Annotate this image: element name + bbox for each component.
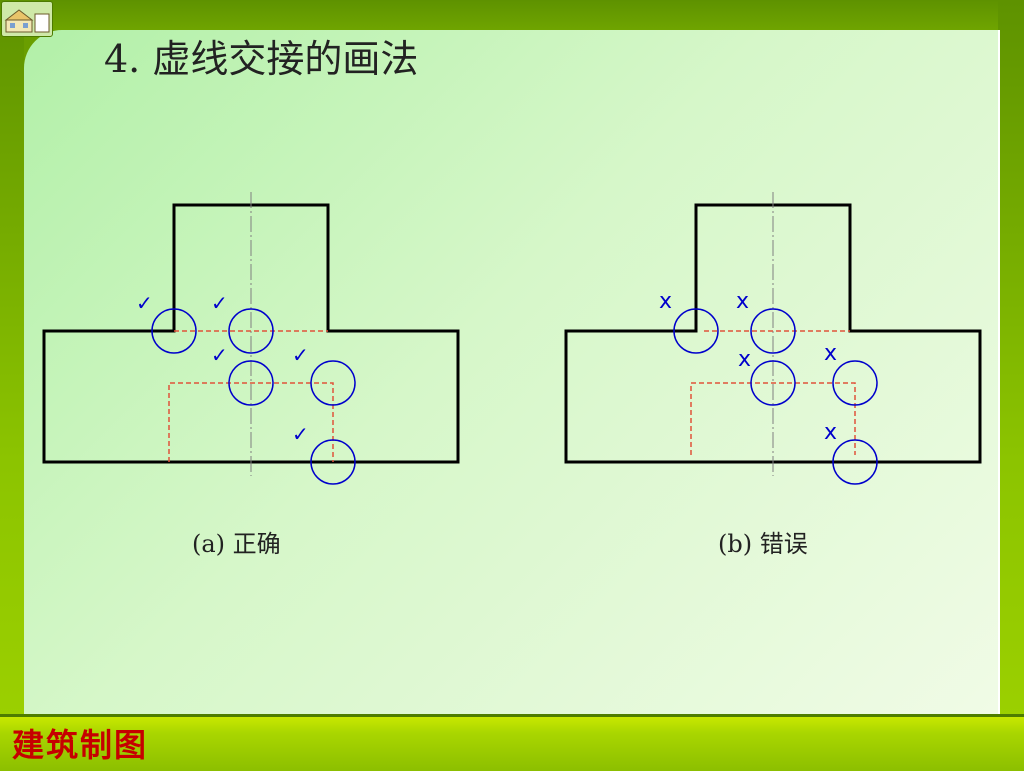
figure-a-highlight-circle-5: [310, 439, 356, 485]
figure-a-mark-5: ✓: [292, 422, 309, 446]
figure-b-drawing: x x x x x: [564, 192, 982, 485]
figure-b-mark-2: x: [736, 289, 749, 314]
figure-a-highlight-circle-1: [151, 308, 197, 354]
figure-b-highlight-circle-2: [750, 308, 796, 354]
top-bar: [0, 0, 1024, 30]
book-logo-icon: [1, 1, 53, 37]
figure-b-caption: (b) 错误: [718, 530, 808, 558]
figure-a-drawing: ✓ ✓ ✓ ✓ ✓: [42, 192, 460, 485]
figure-a-hidden-line-cavity: [168, 382, 334, 462]
figure-b-highlight-circle-1: [673, 308, 719, 354]
figure-a-caption: (a) 正确: [192, 530, 281, 558]
left-bar: [0, 0, 24, 768]
figure-a-mark-4: ✓: [292, 343, 309, 367]
figure-b-highlight-circle-5: [832, 439, 878, 485]
right-bar: [998, 0, 1024, 768]
figure-b-highlight-circle-3: [750, 360, 796, 406]
figure-b-mark-5: x: [824, 420, 837, 445]
figure-a-mark-3: ✓: [211, 343, 228, 367]
figure-b-mark-1: x: [659, 289, 672, 314]
figure-b-hidden-line-cavity: [690, 382, 856, 455]
figure-a-mark-2: ✓: [211, 291, 228, 315]
page-title: 4. 虚线交接的画法: [104, 37, 419, 81]
footer-bar: [0, 714, 1024, 771]
figure-b-highlight-circle-4: [832, 360, 878, 406]
figure-b-mark-4: x: [824, 341, 837, 366]
figure-a-highlight-circle-2: [228, 308, 274, 354]
figure-a-highlight-circle-4: [310, 360, 356, 406]
figure-b-mark-3: x: [738, 347, 751, 372]
slide-content-area: [24, 30, 1000, 714]
figure-a-mark-1: ✓: [136, 291, 153, 315]
footer-course-title: 建筑制图: [12, 726, 149, 764]
figure-a-highlight-circle-3: [228, 360, 274, 406]
